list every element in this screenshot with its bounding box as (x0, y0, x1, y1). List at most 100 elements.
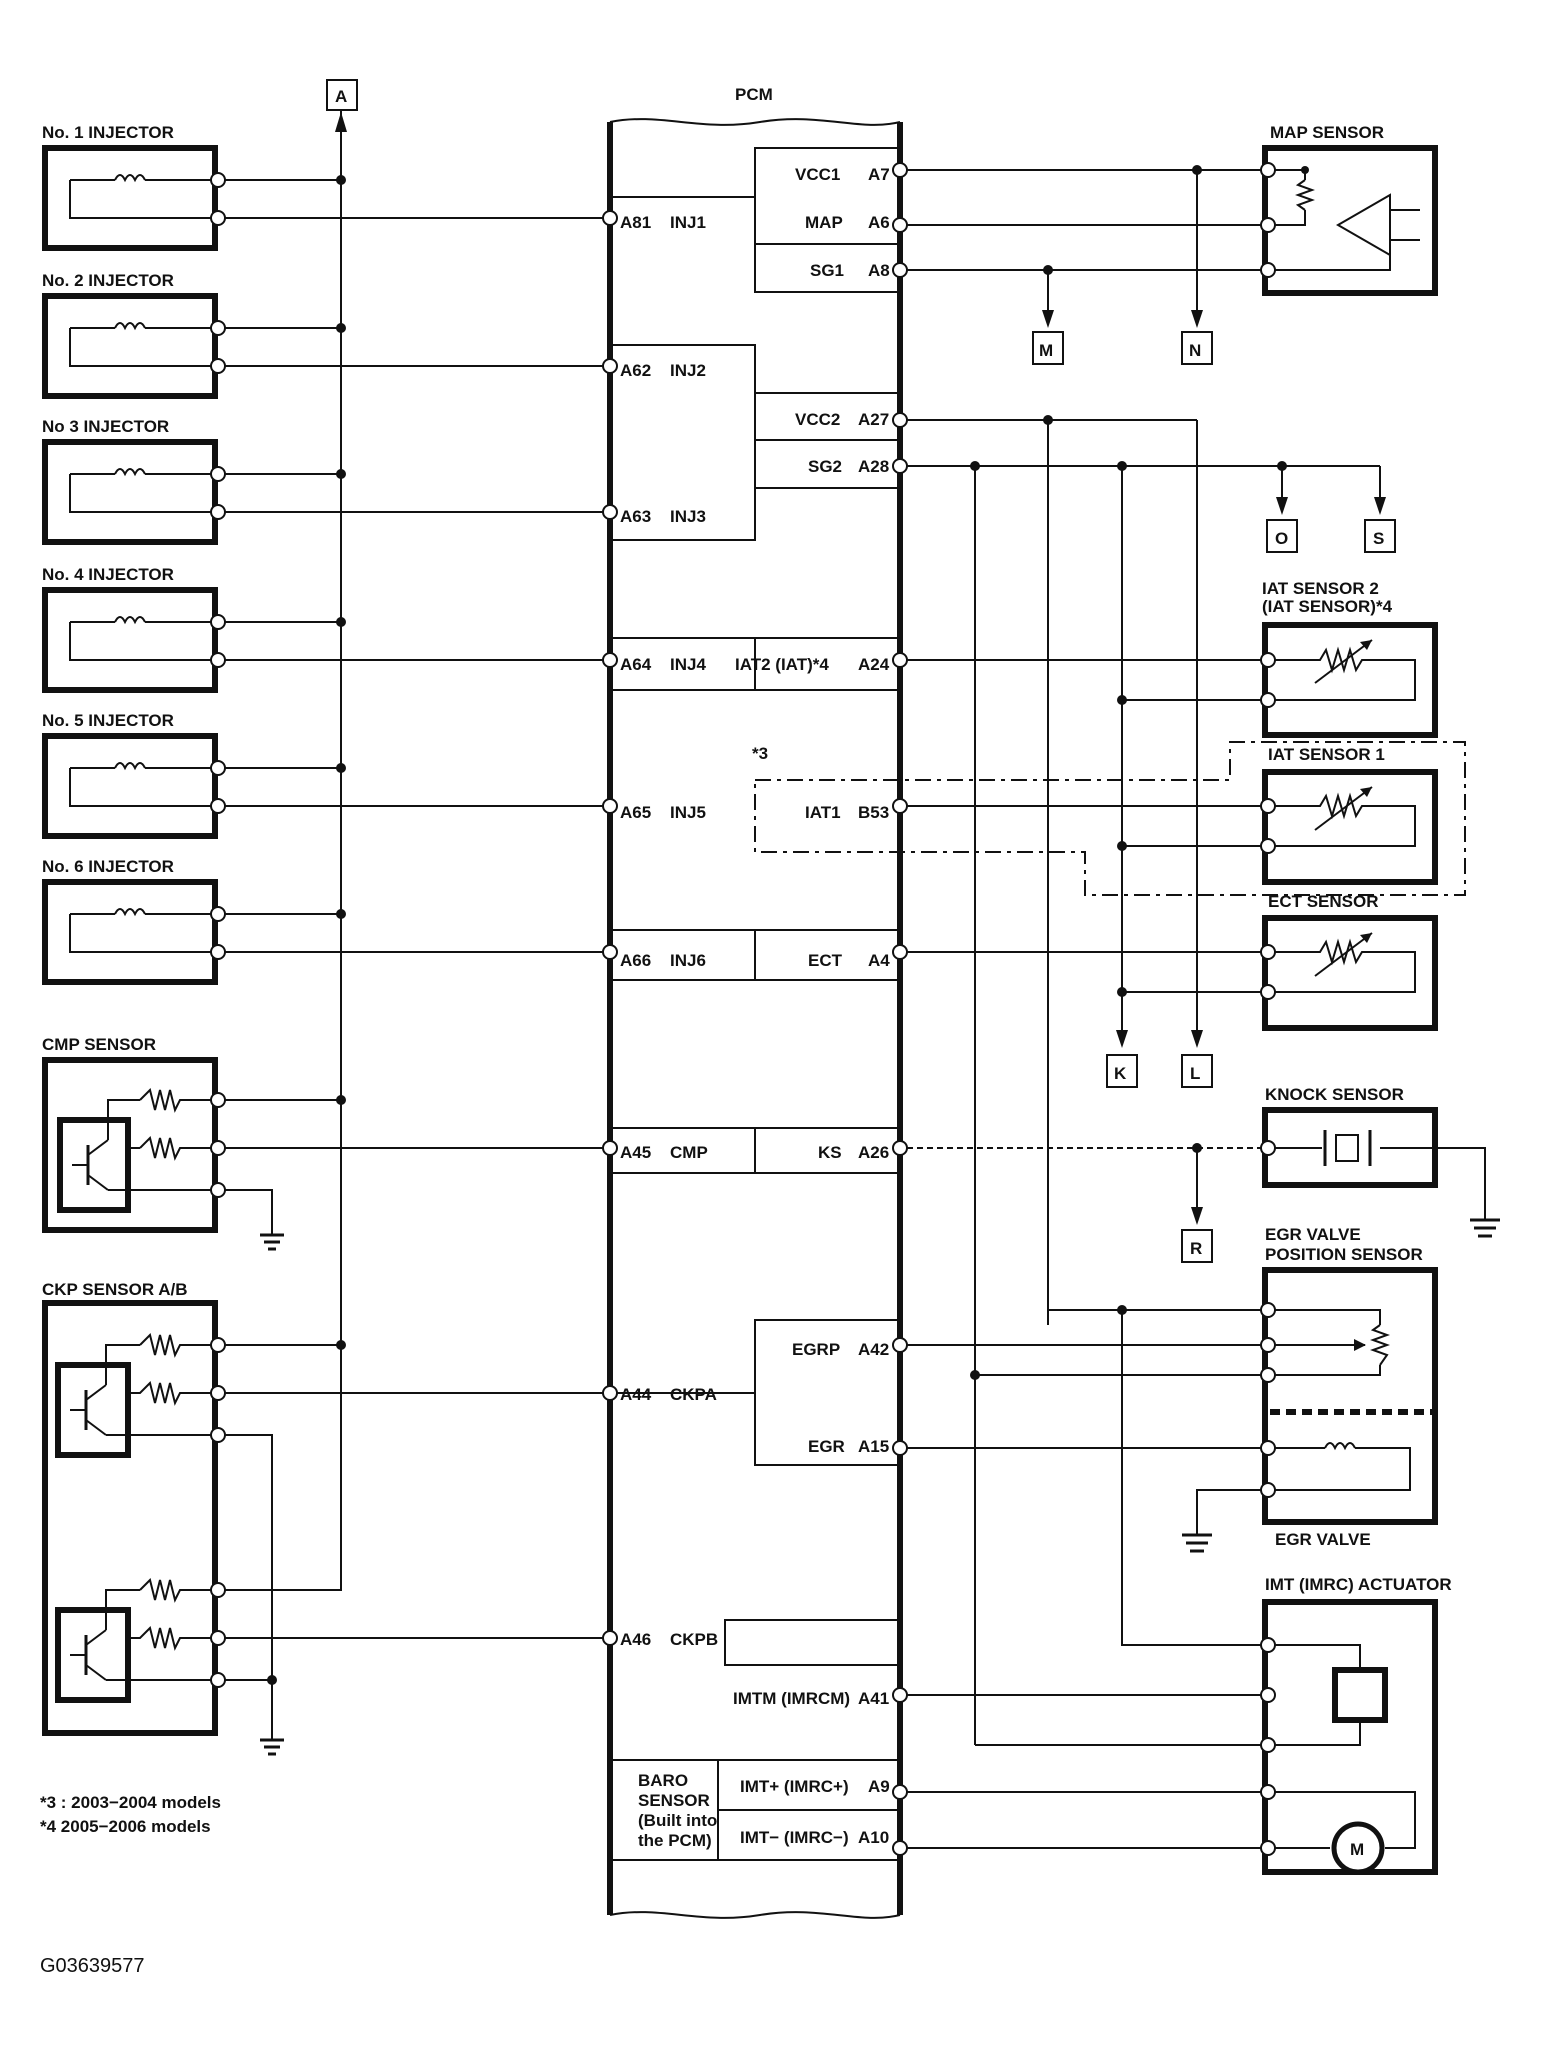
pcm-pin-a28: SG2 A28 (808, 457, 889, 476)
svg-text:A45: A45 (620, 1143, 651, 1162)
svg-text:A24: A24 (858, 655, 890, 674)
connector-r: R (1181, 1229, 1213, 1263)
egr-valve-label: EGR VALVE (1275, 1530, 1371, 1549)
svg-text:A42: A42 (858, 1340, 889, 1359)
connector-l: L (1181, 1054, 1213, 1088)
injector-5: No. 5 INJECTOR (42, 711, 226, 839)
svg-text:CKPB: CKPB (670, 1630, 718, 1649)
pcm-block: PCM BARO SENSOR (Built into the PC (607, 85, 903, 1919)
map-wires (892, 162, 1261, 328)
svg-text:A7: A7 (868, 165, 890, 184)
svg-text:A44: A44 (620, 1385, 652, 1404)
injector-6: No. 6 INJECTOR (42, 857, 226, 985)
pcm-pin-a44: A44 CKPA (620, 1385, 717, 1404)
svg-text:No. 2 INJECTOR: No. 2 INJECTOR (42, 271, 174, 290)
baro-label-3: (Built into (638, 1811, 717, 1830)
pcm-pin-a9: IMT+ (IMRC+)A9 (740, 1777, 890, 1796)
svg-text:KS: KS (818, 1143, 842, 1162)
connector-k: K (1106, 1054, 1138, 1088)
svg-text:A4: A4 (868, 951, 890, 970)
svg-text:A15: A15 (858, 1437, 889, 1456)
svg-text:CKP SENSOR A/B: CKP SENSOR A/B (42, 1280, 187, 1299)
svg-text:SG1: SG1 (810, 261, 844, 280)
figure-id: G03639577 (40, 1955, 145, 1977)
svg-text:ECT SENSOR: ECT SENSOR (1268, 892, 1379, 911)
svg-text:A81: A81 (620, 213, 651, 232)
svg-text:INJ5: INJ5 (670, 803, 706, 822)
ckp-sensor: CKP SENSOR A/B (42, 1280, 618, 1756)
svg-text:M: M (1039, 341, 1053, 360)
injector-2: No. 2 INJECTOR (42, 271, 226, 399)
svg-text:IAT SENSOR 2: IAT SENSOR 2 (1262, 579, 1379, 598)
svg-text:A66: A66 (620, 951, 651, 970)
svg-text:A10: A10 (858, 1828, 889, 1847)
svg-text:S: S (1373, 529, 1384, 548)
svg-text:CKPA: CKPA (670, 1385, 717, 1404)
vcc2-sg2-wires (892, 412, 1386, 1745)
injector-1: No. 1 INJECTOR (42, 123, 226, 251)
svg-text:A46: A46 (620, 1630, 651, 1649)
egr-valve-position-sensor: EGR VALVE POSITION SENSOR EGR VALVE (1260, 1225, 1438, 1549)
pcm-pin-a64: A64 INJ4 (620, 655, 706, 674)
svg-text:VCC2: VCC2 (795, 410, 840, 429)
pcm-pin-a41: IMTM (IMRCM) A41 (733, 1689, 889, 1708)
svg-text:A28: A28 (858, 457, 889, 476)
svg-text:R: R (1190, 1239, 1202, 1258)
svg-text:IMTM (IMRCM): IMTM (IMRCM) (733, 1689, 850, 1708)
svg-text:A65: A65 (620, 803, 651, 822)
svg-text:SG2: SG2 (808, 457, 842, 476)
imt-wires (892, 1545, 1261, 1856)
injector-4: No. 4 INJECTOR (42, 565, 226, 693)
iat-sensor-1: IAT SENSOR 1 (754, 741, 1466, 896)
connector-n: N (1181, 331, 1213, 365)
svg-text:A8: A8 (868, 261, 890, 280)
note-4: *4 2005−2006 models (40, 1817, 211, 1836)
connector-m: M (1032, 331, 1064, 365)
svg-text:INJ4: INJ4 (670, 655, 706, 674)
svg-text:No. 6 INJECTOR: No. 6 INJECTOR (42, 857, 174, 876)
svg-text:KNOCK SENSOR: KNOCK SENSOR (1265, 1085, 1404, 1104)
svg-text:POSITION SENSOR: POSITION SENSOR (1265, 1245, 1423, 1264)
svg-text:INJ6: INJ6 (670, 951, 706, 970)
svg-text:EGR VALVE: EGR VALVE (1265, 1225, 1361, 1244)
imt-actuator: IMT (IMRC) ACTUATOR M (1260, 1575, 1452, 1875)
svg-text:INJ3: INJ3 (670, 507, 706, 526)
svg-text:IMT− (IMRC−): IMT− (IMRC−) (740, 1828, 849, 1847)
pcm-pin-a8: SG1 A8 (810, 261, 890, 280)
knock-sensor: KNOCK SENSOR (892, 1085, 1500, 1238)
svg-text:A64: A64 (620, 655, 652, 674)
baro-label-1: BARO (638, 1771, 688, 1790)
svg-text:IAT2 (IAT)*4: IAT2 (IAT)*4 (735, 655, 829, 674)
svg-text:A63: A63 (620, 507, 651, 526)
svg-text:IAT1: IAT1 (805, 803, 841, 822)
svg-text:(IAT SENSOR)*4: (IAT SENSOR)*4 (1262, 597, 1393, 616)
svg-text:A6: A6 (868, 213, 890, 232)
svg-text:CMP SENSOR: CMP SENSOR (42, 1035, 156, 1054)
svg-text:No. 1 INJECTOR: No. 1 INJECTOR (42, 123, 174, 142)
pcm-pin-a7: VCC1 A7 (795, 165, 890, 184)
pcm-pin-a46: A46 CKPB (620, 1630, 718, 1649)
motor-letter: M (1350, 1840, 1364, 1859)
iat1-note-marker: *3 (752, 744, 768, 763)
svg-text:No 3 INJECTOR: No 3 INJECTOR (42, 417, 169, 436)
connector-s: S (1364, 519, 1396, 553)
svg-text:L: L (1190, 1064, 1200, 1083)
svg-text:VCC1: VCC1 (795, 165, 840, 184)
svg-text:N: N (1189, 341, 1201, 360)
connector-o: O (1266, 519, 1298, 553)
pcm-pin-a66: A66 INJ6 (620, 951, 706, 970)
svg-text:A41: A41 (858, 1689, 889, 1708)
svg-text:EGR: EGR (808, 1437, 845, 1456)
note-3: *3 : 2003−2004 models (40, 1793, 221, 1812)
connector-a: A (326, 79, 358, 1335)
pcm-pin-a10: IMT− (IMRC−) A10 (740, 1828, 889, 1847)
svg-text:IMT+ (IMRC+): IMT+ (IMRC+) (740, 1777, 849, 1796)
map-sensor: MAP SENSOR (1260, 123, 1438, 296)
